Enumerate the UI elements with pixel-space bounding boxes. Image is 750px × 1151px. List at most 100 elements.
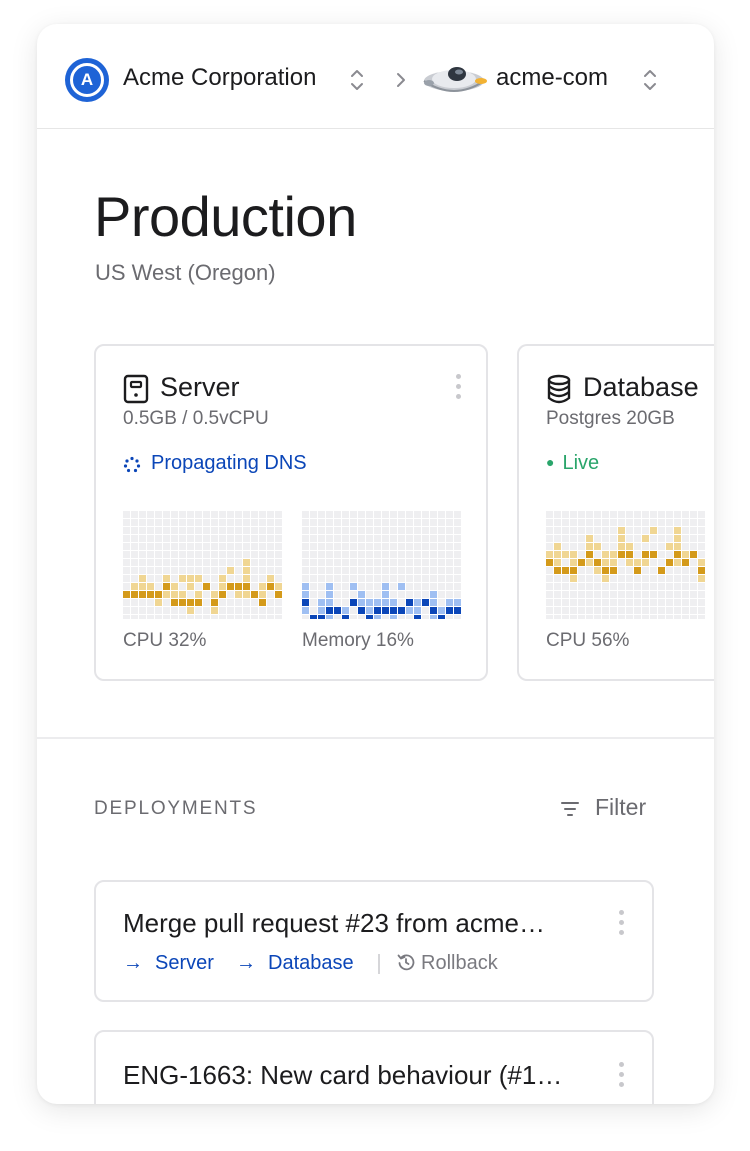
usage-cell [610,511,617,518]
usage-cell [147,511,154,518]
usage-cell [446,551,453,558]
usage-cell [658,551,665,558]
usage-cell [211,559,218,566]
rollback-button[interactable]: Rollback [397,952,498,975]
usage-cell [578,559,585,566]
usage-cell [123,591,130,598]
usage-cell [267,559,274,566]
usage-cell [195,519,202,526]
usage-cell [350,607,357,614]
usage-cell [318,591,325,598]
usage-cell [586,535,593,542]
usage-cell [650,543,657,550]
usage-cell [203,591,210,598]
usage-cell [358,607,365,614]
service-card-server[interactable]: Server 0.5GB / 0.5vCPU Propagating DNS C… [94,344,488,681]
usage-cell [147,583,154,590]
usage-cell [243,527,250,534]
deployment-link-server[interactable]: →Server [123,952,214,975]
usage-cell [562,559,569,566]
usage-cell [690,575,697,582]
deployment-item[interactable]: Merge pull request #23 from acme… →Serve… [94,880,654,1002]
org-switcher-chevron-icon[interactable] [349,66,365,94]
usage-cell [267,527,274,534]
usage-cell [690,559,697,566]
usage-cell [446,543,453,550]
org-logo[interactable]: A [65,58,109,102]
usage-cell [131,519,138,526]
usage-cell [570,567,577,574]
usage-cell [358,591,365,598]
usage-cell [698,551,705,558]
more-options-icon[interactable] [616,910,626,944]
usage-cell [406,559,413,566]
project-switcher-chevron-icon[interactable] [642,66,658,94]
usage-cell [682,583,689,590]
usage-cell [454,567,461,574]
usage-cell [179,543,186,550]
usage-cell [275,567,282,574]
usage-cell [570,599,577,606]
usage-cell [302,567,309,574]
usage-cell [390,591,397,598]
usage-cell [366,535,373,542]
usage-cell [342,559,349,566]
usage-cell [350,511,357,518]
service-card-database[interactable]: Database Postgres 20GB ●Live CPU 56% [517,344,714,681]
usage-cell [650,583,657,590]
usage-cell [275,575,282,582]
usage-cell [163,599,170,606]
usage-cell [139,599,146,606]
usage-cell [334,551,341,558]
usage-cell [302,575,309,582]
usage-cell [414,511,421,518]
more-options-icon[interactable] [616,1062,626,1096]
usage-cell [422,535,429,542]
usage-cell [414,543,421,550]
usage-cell [302,543,309,550]
usage-cell [658,543,665,550]
usage-cell [666,535,673,542]
usage-cell [155,559,162,566]
usage-cell [610,591,617,598]
usage-cell [147,535,154,542]
org-name[interactable]: Acme Corporation [123,64,317,91]
usage-cell [171,535,178,542]
usage-cell [251,511,258,518]
usage-cell [690,551,697,558]
usage-cell [235,551,242,558]
usage-cell [398,519,405,526]
usage-cell [163,615,170,619]
usage-cell [139,519,146,526]
usage-cell [626,559,633,566]
usage-cell [554,567,561,574]
more-options-icon[interactable] [453,374,463,408]
usage-cell [310,551,317,558]
usage-cell [251,567,258,574]
usage-cell [123,511,130,518]
usage-cell [446,511,453,518]
deployment-item[interactable]: ENG-1663: New card behaviour (#1… [94,1030,654,1104]
usage-cell [382,543,389,550]
usage-cell [546,583,553,590]
usage-cell [594,591,601,598]
usage-cell [374,615,381,619]
project-avatar-icon[interactable] [419,57,489,103]
app-window: A Acme Corporation acme-com Production U… [37,24,714,1104]
deployment-link-database[interactable]: →Database [236,952,354,975]
usage-cell [235,543,242,550]
usage-cell [546,599,553,606]
usage-cell [267,567,274,574]
usage-cell [634,575,641,582]
usage-cell [554,591,561,598]
usage-cell [203,583,210,590]
project-name[interactable]: acme-com [496,64,609,91]
usage-cell [155,567,162,574]
usage-cell [171,511,178,518]
usage-cell [430,527,437,534]
usage-cell [658,527,665,534]
usage-cell [326,567,333,574]
usage-cell [594,615,601,619]
usage-cell [366,607,373,614]
usage-cell [430,519,437,526]
